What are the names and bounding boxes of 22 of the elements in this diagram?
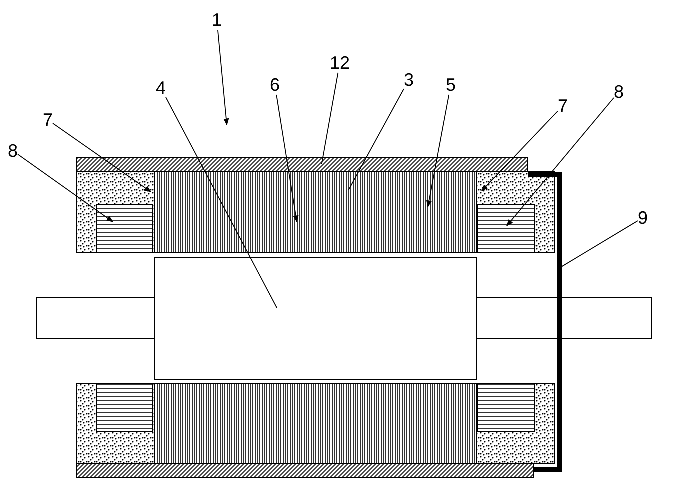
callout-number: 8: [8, 141, 18, 161]
leader-line: [506, 98, 614, 227]
callout-number: 3: [404, 70, 414, 90]
callout-number: 5: [446, 75, 456, 95]
callout-number: 9: [638, 208, 648, 228]
callout-number: 6: [270, 75, 280, 95]
leader-line: [482, 110, 558, 192]
callout-number: 8: [614, 82, 624, 102]
callout-number: 4: [156, 78, 166, 98]
callout-number: 7: [43, 110, 54, 130]
leader-line: [18, 154, 114, 222]
leader-line: [426, 94, 450, 208]
leader-line: [218, 30, 230, 126]
leader-line: [321, 72, 339, 164]
callout-number: 7: [558, 96, 568, 116]
callout-number: 1: [212, 10, 222, 30]
leader-line: [276, 94, 299, 223]
leader-line: [52, 123, 152, 192]
leader-line: [348, 88, 404, 190]
leader-line: [166, 97, 278, 308]
callout-number: 12: [330, 53, 350, 73]
leader-line: [560, 220, 638, 268]
